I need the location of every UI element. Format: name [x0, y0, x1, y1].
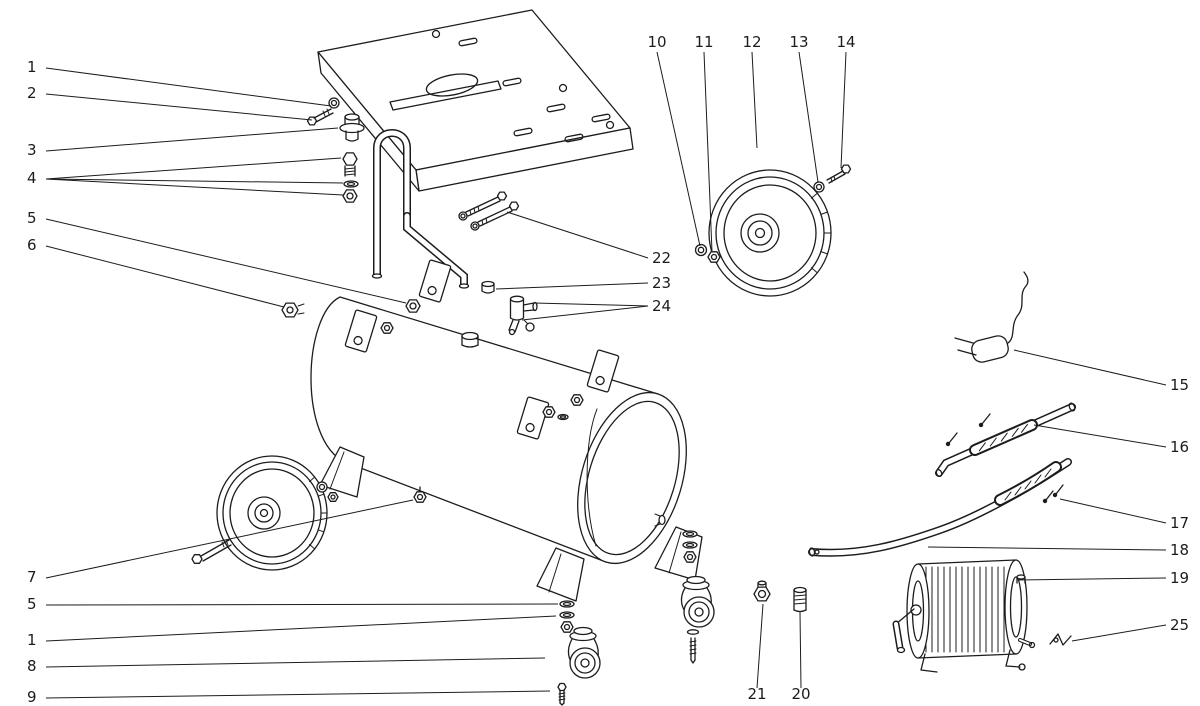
- spare-wheel: [708, 169, 832, 297]
- axle-bolt-left: [191, 539, 232, 564]
- wheel-washer-13: [813, 181, 825, 193]
- leader-lines: [45, 51, 1167, 699]
- tank-foot: [319, 446, 703, 602]
- callout-21: 21: [747, 685, 766, 703]
- tank-fitting-6: [281, 302, 305, 318]
- callout-1-top: 1: [27, 58, 37, 76]
- wheel-washer-10: [694, 243, 708, 257]
- tank-nut-5: [405, 299, 421, 313]
- hose-reel: [892, 559, 1036, 673]
- filler-fitting-stack: [339, 113, 365, 203]
- left-wheel: [216, 455, 328, 571]
- handle-loop-tube: [371, 129, 470, 289]
- callout-1-bottom: 1: [27, 631, 37, 649]
- callout-6: 6: [27, 236, 37, 254]
- callout-labels: 1 2 3 4 5 6 7 5 1 8 9 10 11 12 13 14 22 …: [27, 33, 1189, 706]
- callout-24: 24: [652, 297, 671, 315]
- callout-4: 4: [27, 169, 37, 187]
- callout-14: 14: [836, 33, 855, 51]
- handle-tube-lower: [808, 458, 1072, 557]
- callout-20: 20: [791, 685, 810, 703]
- wheel-nut-11: [707, 251, 721, 263]
- callout-2: 2: [27, 84, 37, 102]
- fitting-21: [753, 580, 771, 602]
- callout-22: 22: [652, 249, 671, 267]
- callout-12: 12: [742, 33, 761, 51]
- callout-8: 8: [27, 657, 37, 675]
- callout-5-top: 5: [27, 209, 37, 227]
- callout-18: 18: [1170, 541, 1189, 559]
- tank: [310, 259, 703, 602]
- callout-10: 10: [647, 33, 666, 51]
- callout-16: 16: [1170, 438, 1189, 456]
- callout-13: 13: [789, 33, 808, 51]
- callout-17: 17: [1170, 514, 1189, 532]
- grip-screw: [945, 413, 991, 447]
- callout-9: 9: [27, 688, 37, 706]
- plate-bolts-22: [458, 191, 520, 231]
- callout-3: 3: [27, 141, 37, 159]
- wheel-washer-nut: [316, 481, 339, 502]
- callout-25: 25: [1170, 616, 1189, 634]
- tank-bracket: [344, 259, 620, 440]
- callout-23: 23: [652, 274, 671, 292]
- callout-7: 7: [27, 568, 37, 586]
- caster-rear: [680, 530, 715, 664]
- callout-19: 19: [1170, 569, 1189, 587]
- plate-bolt-and-washer: [306, 97, 340, 126]
- power-plug: [954, 271, 1029, 363]
- top-plate: [317, 9, 634, 192]
- wheel-bolt-14: [826, 164, 852, 184]
- plug-23: [481, 280, 495, 294]
- callout-11: 11: [694, 33, 713, 51]
- caster-front: [557, 600, 601, 706]
- callout-15: 15: [1170, 376, 1189, 394]
- callout-5-bottom: 5: [27, 595, 37, 613]
- grip-screws-17: [1042, 484, 1064, 504]
- safety-valve-24: [508, 295, 538, 336]
- retaining-clip: [1049, 633, 1072, 646]
- fitting-20: [793, 586, 807, 613]
- handle-tube-upper: [935, 402, 1076, 478]
